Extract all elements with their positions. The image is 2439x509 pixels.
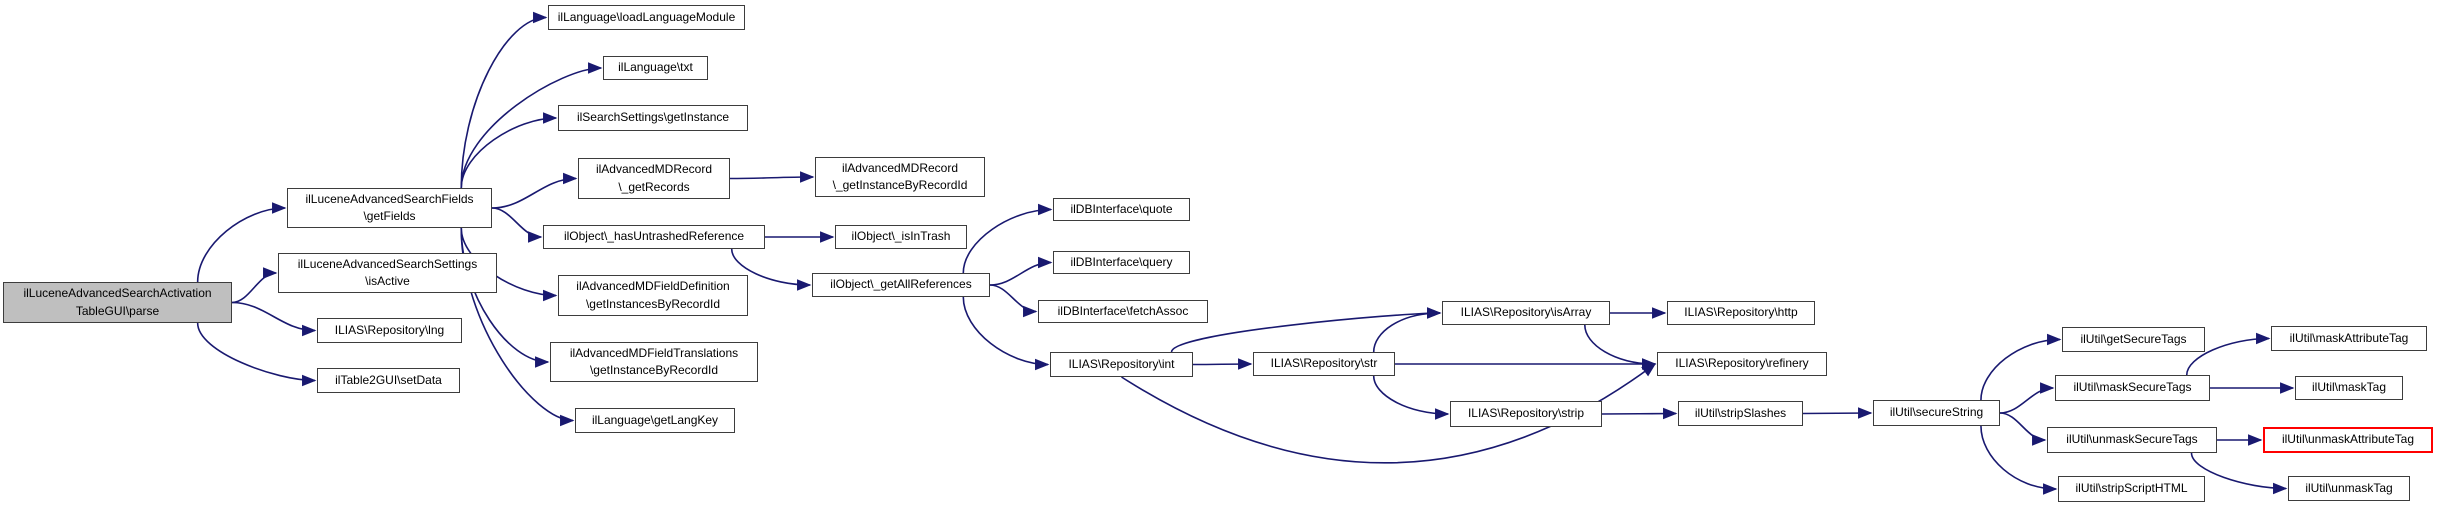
edge-strip-slashes-to-secure-string bbox=[1802, 407, 1873, 419]
node-db-query[interactable]: ilDBInterface\query bbox=[1053, 251, 1190, 274]
node-strip-slashes[interactable]: ilUtil\stripSlashes bbox=[1678, 401, 1803, 426]
node-is-in-trash[interactable]: ilObject\_isInTrash bbox=[835, 225, 967, 249]
node-field-trans-instance[interactable]: ilAdvancedMDFieldTranslations \getInstan… bbox=[550, 342, 758, 382]
node-repo-strip[interactable]: ILIAS\Repository\strip bbox=[1450, 401, 1602, 427]
node-repo-str[interactable]: ILIAS\Repository\str bbox=[1253, 352, 1395, 376]
node-strip-script-html[interactable]: ilUtil\stripScriptHTML bbox=[2058, 476, 2205, 502]
node-set-data[interactable]: ilTable2GUI\setData bbox=[317, 368, 460, 393]
edge-get-fields-to-load-language-module bbox=[460, 11, 548, 189]
node-repo-int[interactable]: ILIAS\Repository\int bbox=[1050, 352, 1193, 377]
node-search-get-instance[interactable]: ilSearchSettings\getInstance bbox=[558, 105, 748, 131]
edge-parse-to-lng bbox=[231, 301, 317, 337]
edge-get-all-references-to-db-fetch-assoc bbox=[989, 284, 1038, 318]
node-load-language-module[interactable]: ilLanguage\loadLanguageModule bbox=[548, 5, 745, 30]
edge-secure-string-to-get-secure-tags bbox=[1980, 333, 2062, 401]
node-repo-is-array[interactable]: ILIAS\Repository\isArray bbox=[1442, 301, 1610, 325]
node-get-secure-tags[interactable]: ilUtil\getSecureTags bbox=[2062, 327, 2205, 352]
edge-get-records-to-get-instance-by-rec-id bbox=[729, 171, 815, 183]
node-get-lang-key[interactable]: ilLanguage\getLangKey bbox=[575, 408, 735, 433]
node-mask-secure-tags[interactable]: ilUtil\maskSecureTags bbox=[2055, 375, 2210, 401]
edge-has-untrashed-ref-to-get-all-references bbox=[730, 248, 812, 291]
edge-repo-str-to-repo-strip bbox=[1372, 375, 1450, 420]
node-get-all-references[interactable]: ilObject\_getAllReferences bbox=[812, 273, 990, 297]
edge-get-fields-to-search-get-instance bbox=[460, 112, 558, 189]
edge-get-all-references-to-db-query bbox=[989, 256, 1053, 286]
edge-get-fields-to-field-trans-instance bbox=[460, 227, 550, 368]
edge-get-fields-to-get-records bbox=[491, 172, 578, 209]
edge-parse-to-get-fields bbox=[196, 202, 287, 283]
node-get-records[interactable]: ilAdvancedMDRecord \_getRecords bbox=[578, 158, 730, 199]
node-field-def-instances[interactable]: ilAdvancedMDFieldDefinition \getInstance… bbox=[558, 275, 748, 316]
edge-get-fields-to-has-untrashed-ref bbox=[491, 207, 543, 243]
node-unmask-tag[interactable]: ilUtil\unmaskTag bbox=[2288, 476, 2410, 501]
node-parse: ilLuceneAdvancedSearchActivation TableGU… bbox=[3, 282, 232, 323]
node-db-fetch-assoc[interactable]: ilDBInterface\fetchAssoc bbox=[1038, 300, 1208, 323]
node-secure-string[interactable]: ilUtil\secureString bbox=[1873, 400, 2000, 426]
edge-repo-int-to-repo-is-array bbox=[1170, 307, 1442, 353]
edge-get-fields-to-txt bbox=[460, 62, 603, 189]
edge-get-all-references-to-repo-int bbox=[962, 296, 1050, 371]
edge-parse-to-set-data bbox=[196, 322, 317, 387]
edge-parse-to-is-active bbox=[231, 267, 278, 304]
node-get-fields[interactable]: ilLuceneAdvancedSearchFields \getFields bbox=[287, 188, 492, 228]
node-unmask-attribute-tag[interactable]: ilUtil\unmaskAttributeTag bbox=[2263, 427, 2433, 453]
node-db-quote[interactable]: ilDBInterface\quote bbox=[1053, 198, 1190, 221]
node-txt[interactable]: ilLanguage\txt bbox=[603, 56, 708, 80]
edge-repo-strip-to-strip-slashes bbox=[1601, 407, 1678, 420]
edge-secure-string-to-unmask-secure-tags bbox=[1999, 412, 2047, 446]
edge-repo-is-array-to-repo-refinery bbox=[1584, 324, 1657, 370]
node-mask-attribute-tag[interactable]: ilUtil\maskAttributeTag bbox=[2271, 326, 2427, 351]
node-unmask-secure-tags[interactable]: ilUtil\unmaskSecureTags bbox=[2047, 427, 2217, 453]
node-has-untrashed-ref[interactable]: ilObject\_hasUntrashedReference bbox=[543, 225, 765, 249]
edge-unmask-secure-tags-to-unmask-tag bbox=[2190, 452, 2288, 495]
node-is-active[interactable]: ilLuceneAdvancedSearchSettings \isActive bbox=[278, 253, 497, 293]
edge-repo-str-to-repo-is-array bbox=[1372, 307, 1442, 353]
edge-get-all-references-to-db-quote bbox=[962, 203, 1053, 274]
node-repo-refinery[interactable]: ILIAS\Repository\refinery bbox=[1657, 352, 1827, 376]
edge-repo-int-to-repo-str bbox=[1192, 358, 1253, 370]
edge-secure-string-to-mask-secure-tags bbox=[1999, 382, 2055, 414]
node-repo-http[interactable]: ILIAS\Repository\http bbox=[1667, 301, 1815, 325]
node-get-instance-by-rec-id[interactable]: ilAdvancedMDRecord \_getInstanceByRecord… bbox=[815, 157, 985, 197]
node-mask-tag[interactable]: ilUtil\maskTag bbox=[2295, 376, 2403, 400]
node-lng[interactable]: ILIAS\Repository\lng bbox=[317, 318, 462, 343]
edge-secure-string-to-strip-script-html bbox=[1980, 425, 2058, 495]
edge-mask-secure-tags-to-mask-attribute-tag bbox=[2185, 332, 2271, 376]
